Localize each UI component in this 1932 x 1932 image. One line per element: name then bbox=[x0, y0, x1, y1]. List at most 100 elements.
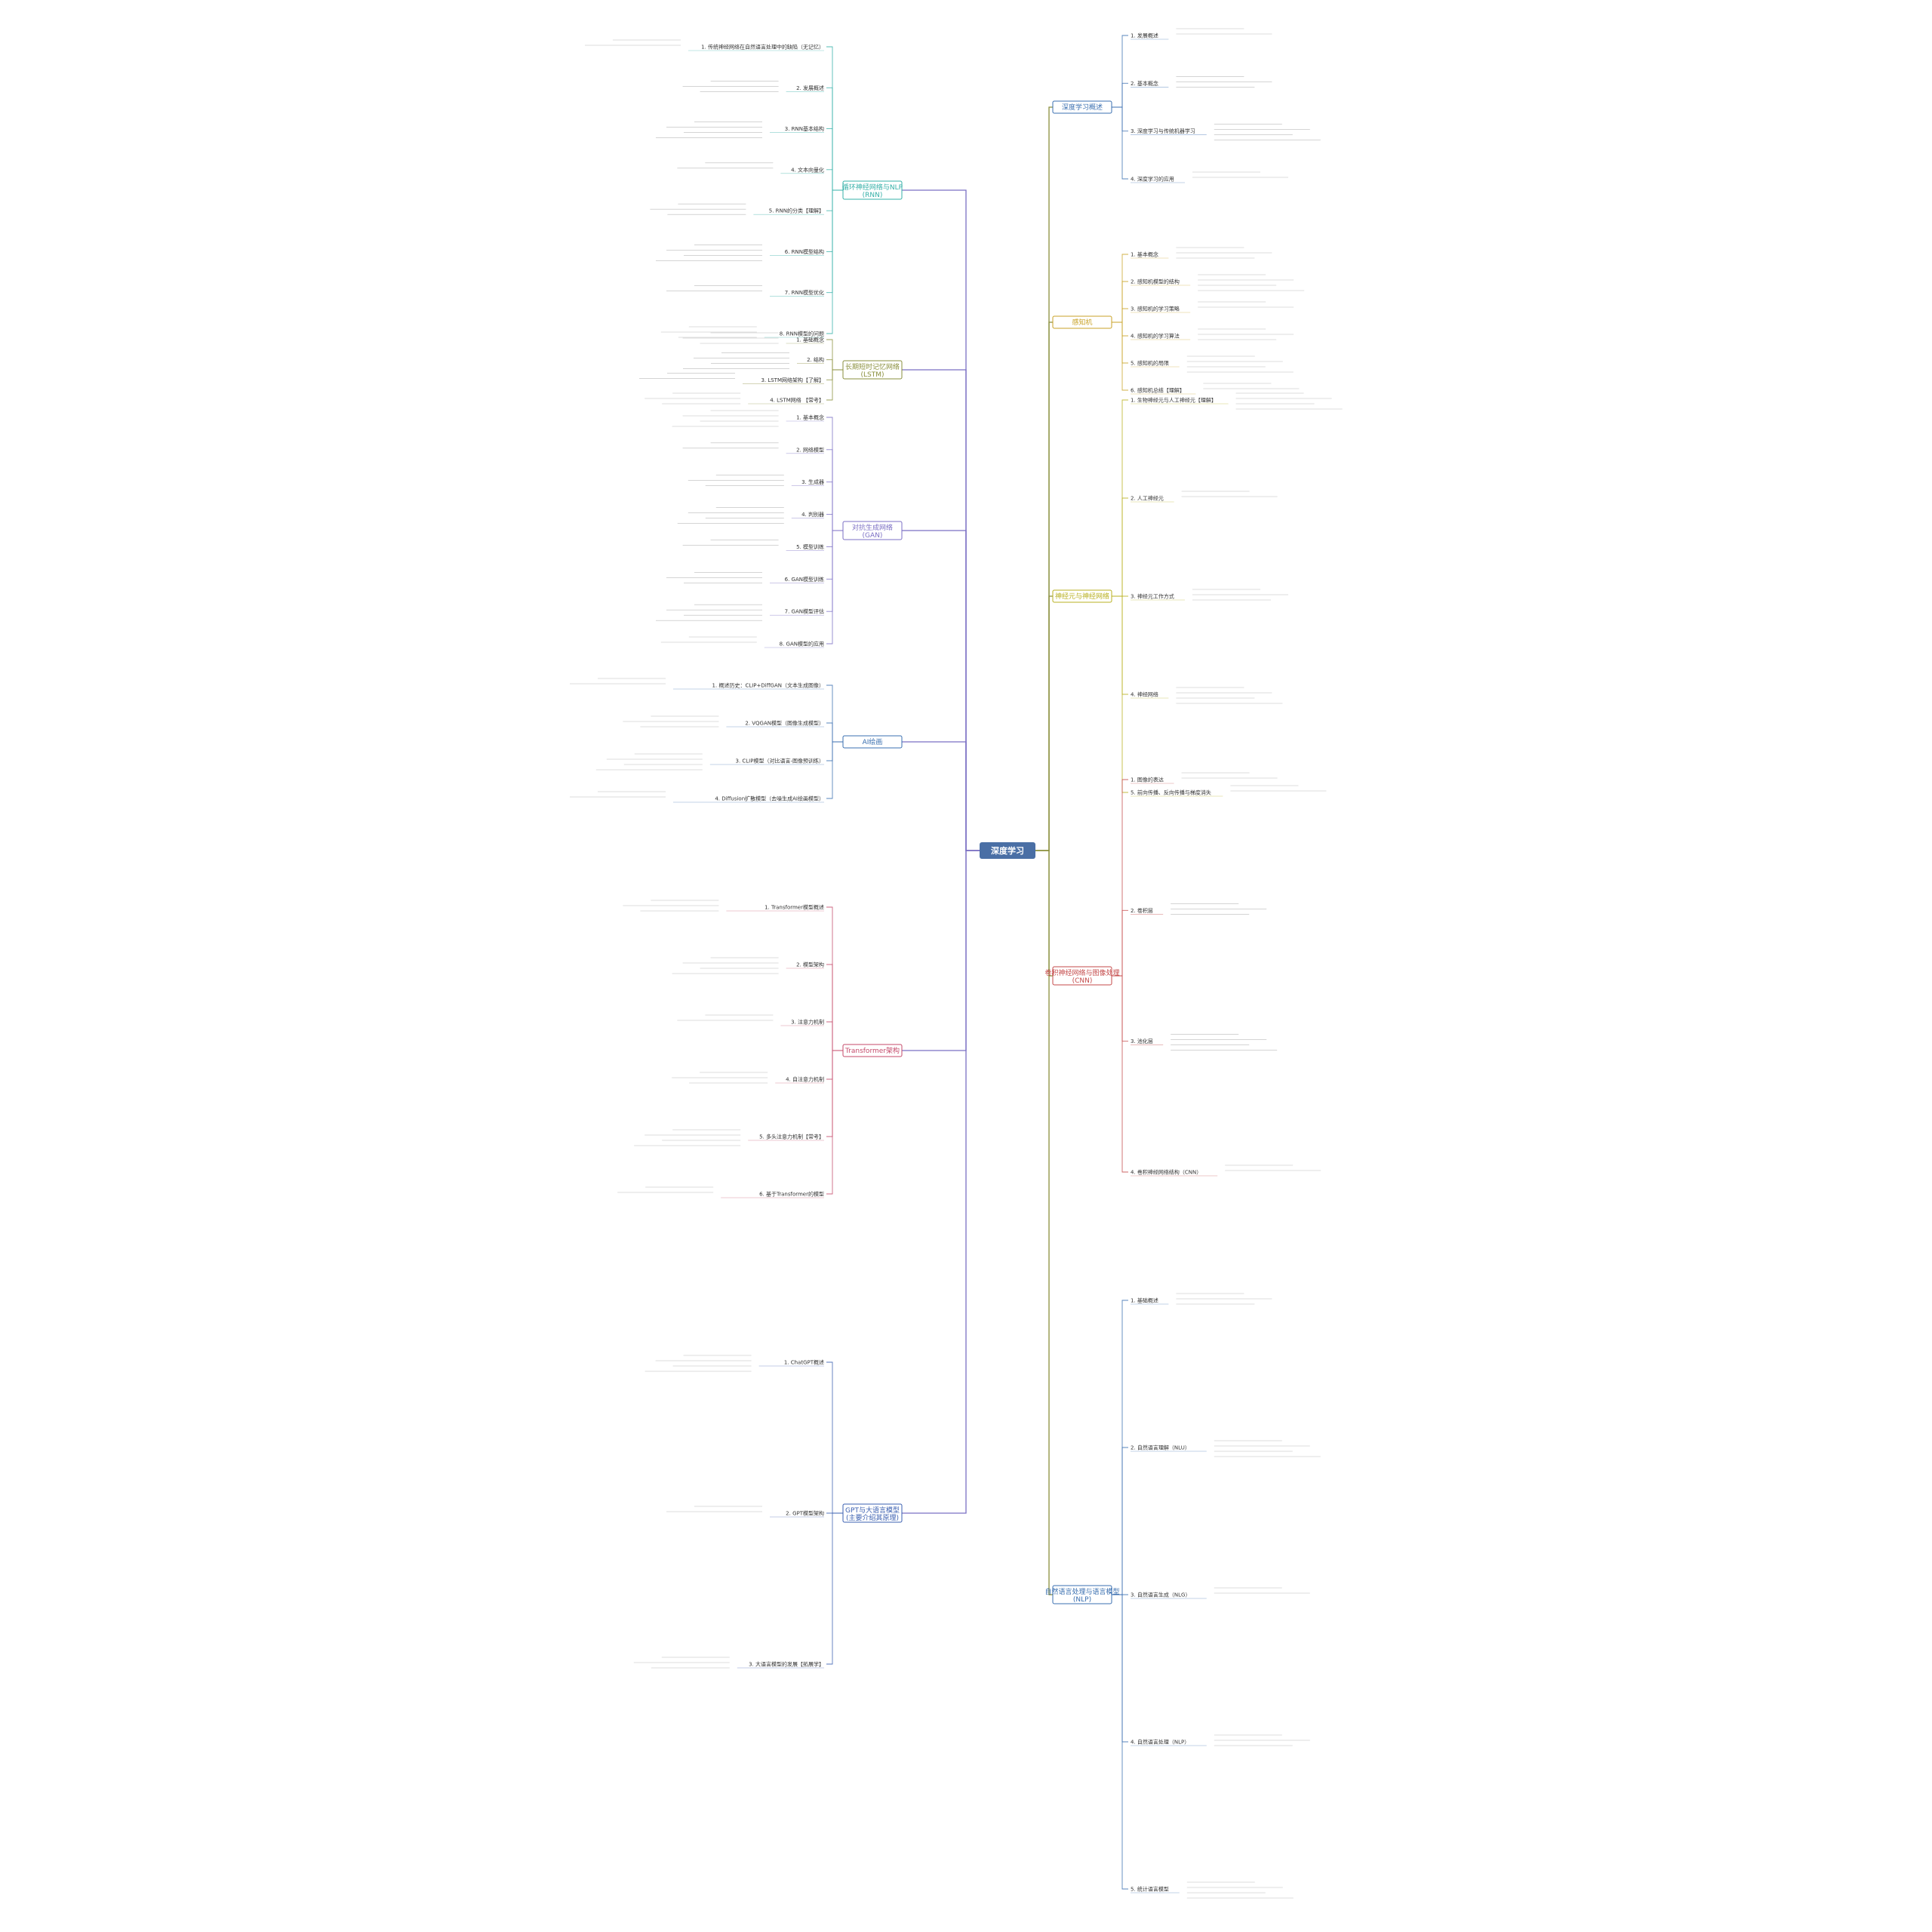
leaf-link bbox=[1112, 1594, 1128, 1743]
leaf-label[interactable]: 5. 模型训练 bbox=[796, 543, 824, 550]
root-node[interactable]: 深度学习 bbox=[980, 842, 1035, 859]
leaf-label[interactable]: 2. 发展概述 bbox=[796, 85, 824, 91]
leaf-label[interactable]: 1. 传统神经网络在自然语言处理中的缺陷（无记忆） bbox=[701, 44, 824, 51]
leaf-label[interactable]: 1. 基础概述 bbox=[1131, 1297, 1158, 1304]
leaf-label[interactable]: 3. 神经元工作方式 bbox=[1131, 593, 1174, 600]
branch-nn[interactable]: 神经元与神经网络 bbox=[1052, 589, 1112, 603]
branch-box-nlp bbox=[1052, 1585, 1112, 1604]
branch-transformer[interactable]: Transformer架构 bbox=[842, 1044, 903, 1057]
leaf-link bbox=[1112, 281, 1128, 323]
leaf-label[interactable]: 2. 基本概念 bbox=[1131, 80, 1158, 87]
leaf-label[interactable]: 3. 自然语言生成（NLG） bbox=[1131, 1592, 1190, 1598]
branch-ai[interactable]: AI绘画 bbox=[842, 735, 903, 749]
leaf-label[interactable]: 4. 深度学习的应用 bbox=[1131, 176, 1174, 183]
branch-perceptron[interactable]: 感知机 bbox=[1052, 315, 1112, 329]
leaf-label[interactable]: 2. 卷积层 bbox=[1131, 907, 1153, 914]
branch-label-nlp: 自然语言处理与语言模型 bbox=[1044, 1587, 1119, 1596]
leaf-label[interactable]: 3. 生成器 bbox=[801, 478, 824, 485]
leaf-label[interactable]: 1. 生物神经元与人工神经元【理解】 bbox=[1131, 397, 1217, 404]
leaf-label[interactable]: 3. 池化层 bbox=[1131, 1038, 1153, 1044]
leaf-label[interactable]: 6. 基于Transformer的模型 bbox=[759, 1191, 824, 1198]
leaf-label[interactable]: 4. Diffusion扩散模型（去噪生成AI绘画模型） bbox=[715, 795, 824, 802]
trunk-link-nn bbox=[1035, 595, 1053, 851]
leaf-label[interactable]: 1. 基本概念 bbox=[1131, 251, 1158, 258]
leaf-link bbox=[826, 685, 843, 743]
leaf-link bbox=[826, 46, 843, 191]
leaf-link bbox=[826, 530, 843, 547]
leaf-link bbox=[1112, 595, 1128, 793]
leaf-link bbox=[1112, 308, 1128, 323]
branch-lstm[interactable]: 长期短时记忆网络(LSTM) bbox=[842, 360, 903, 380]
branch-gan[interactable]: 对抗生成网络(GAN) bbox=[842, 521, 903, 540]
trunk-link-rnn bbox=[902, 189, 980, 851]
leaf-link bbox=[1112, 975, 1128, 1173]
leaf-label[interactable]: 5. 感知机的局限 bbox=[1131, 360, 1169, 367]
leaf-label[interactable]: 4. LSTM网络 【常考】 bbox=[770, 397, 824, 404]
leaf-label[interactable]: 8. GAN模型的应用 bbox=[780, 641, 824, 648]
leaf-label[interactable]: 6. RNN模型结构 bbox=[785, 248, 824, 255]
leaf-label[interactable]: 1. Transformer模型概述 bbox=[764, 904, 824, 911]
leaf-label[interactable]: 4. 卷积神经网络结构（CNN） bbox=[1131, 1169, 1201, 1176]
leaf-link bbox=[826, 964, 843, 1051]
leaf-label[interactable]: 4. 神经网络 bbox=[1131, 691, 1158, 698]
branch-label-rnn: (RNN) bbox=[863, 192, 883, 199]
leaf-label[interactable]: 2. 人工神经元 bbox=[1131, 495, 1164, 502]
leaf-label[interactable]: 3. 大语言模型的发展【拓展学】 bbox=[749, 1661, 824, 1668]
leaf-label[interactable]: 3. 感知机的学习策略 bbox=[1131, 306, 1180, 312]
leaf-label[interactable]: 2. 网络模型 bbox=[796, 446, 824, 453]
leaf-label[interactable]: 3. RNN基本结构 bbox=[785, 125, 824, 132]
leaf-link bbox=[1112, 595, 1128, 695]
leaf-label[interactable]: 5. 前向传播、反向传播与梯度消失 bbox=[1131, 789, 1211, 796]
branch-label-gpt: GPT与大语言模型 bbox=[845, 1506, 900, 1515]
branch-label-rnn: 循环神经网络与NLP bbox=[842, 183, 903, 192]
branch-nlp[interactable]: 自然语言处理与语言模型(NLP) bbox=[1044, 1585, 1120, 1604]
leaf-label[interactable]: 2. 自然语言理解（NLU） bbox=[1131, 1444, 1190, 1451]
leaf-link bbox=[826, 128, 843, 191]
leaf-label[interactable]: 6. GAN模型训练 bbox=[785, 576, 824, 583]
branch-label-nn: 神经元与神经网络 bbox=[1055, 592, 1109, 601]
leaf-label[interactable]: 2. 感知机模型的结构 bbox=[1131, 278, 1180, 285]
leaf-label[interactable]: 5. RNN的分类【理解】 bbox=[769, 208, 824, 214]
leaf-label[interactable]: 5. 多头注意力机制【常考】 bbox=[759, 1134, 824, 1140]
leaf-label[interactable]: 3. 注意力机制 bbox=[791, 1019, 824, 1026]
leaf-label[interactable]: 2. VQGAN模型（图像生成模型） bbox=[745, 720, 824, 727]
branch-box-lstm bbox=[842, 360, 903, 380]
leaf-link bbox=[1112, 321, 1128, 364]
leaf-label[interactable]: 3. 深度学习与传统机器学习 bbox=[1131, 128, 1195, 134]
leaf-label[interactable]: 4. 文本向量化 bbox=[791, 166, 824, 173]
leaf-label[interactable]: 5. 统计语言模型 bbox=[1131, 1886, 1169, 1893]
leaf-label[interactable]: 2. 结构 bbox=[807, 356, 824, 363]
leaf-label[interactable]: 4. 自然语言处理（NLP） bbox=[1131, 1739, 1189, 1746]
leaf-label[interactable]: 6. 感知机总结【理解】 bbox=[1131, 387, 1185, 394]
leaf-label[interactable]: 4. 感知机的学习算法 bbox=[1131, 333, 1180, 340]
leaf-label[interactable]: 2. GPT模型架构 bbox=[786, 1510, 824, 1517]
leaf-nodes: 1. 传统神经网络在自然语言处理中的缺陷（无记忆） 2. 发展概述 3. RNN基本… bbox=[570, 28, 1343, 1899]
branch-label-ai: AI绘画 bbox=[863, 737, 883, 746]
leaf-label[interactable]: 7. RNN模型优化 bbox=[785, 289, 824, 296]
leaf-label[interactable]: 1. 基础概念 bbox=[796, 337, 824, 343]
leaf-label[interactable]: 7. GAN模型评估 bbox=[785, 608, 824, 615]
branch-label-perceptron: 感知机 bbox=[1072, 318, 1092, 327]
branch-overview[interactable]: 深度学习概述 bbox=[1052, 100, 1112, 114]
leaf-label[interactable]: 1. ChatGPT概述 bbox=[784, 1359, 824, 1366]
leaf-label[interactable]: 1. 概述历史：CLIP+DiffGAN（文本生成图像） bbox=[712, 682, 824, 689]
branch-label-transformer: Transformer架构 bbox=[844, 1046, 900, 1055]
leaf-link bbox=[826, 359, 843, 371]
leaf-label[interactable]: 1. 发展概述 bbox=[1131, 32, 1158, 39]
leaf-label[interactable]: 3. CLIP模型（对比语言-图像预训练） bbox=[735, 758, 824, 764]
leaf-label[interactable]: 1. 基本概念 bbox=[796, 414, 824, 421]
leaf-label[interactable]: 8. RNN模型的问题 bbox=[780, 331, 824, 337]
leaf-label[interactable]: 4. 判别器 bbox=[801, 511, 824, 518]
leaf-label[interactable]: 1. 图像的表达 bbox=[1131, 777, 1164, 783]
leaf-label[interactable]: 2. 模型架构 bbox=[796, 961, 824, 968]
leaf-link bbox=[826, 481, 843, 531]
trunk-link-lstm bbox=[902, 369, 980, 851]
branch-rnn[interactable]: 循环神经网络与NLP(RNN) bbox=[842, 180, 903, 200]
leaf-link bbox=[1112, 497, 1128, 597]
leaf-label[interactable]: 3. LSTM网络架构【了解】 bbox=[761, 377, 824, 383]
branch-gpt[interactable]: GPT与大语言模型(主要介绍其原理) bbox=[842, 1503, 903, 1523]
branch-cnn[interactable]: 卷积神经网络与图像处理(CNN) bbox=[1044, 966, 1120, 986]
leaf-label[interactable]: 4. 自注意力机制 bbox=[786, 1076, 824, 1083]
branch-box-transformer bbox=[842, 1044, 903, 1057]
